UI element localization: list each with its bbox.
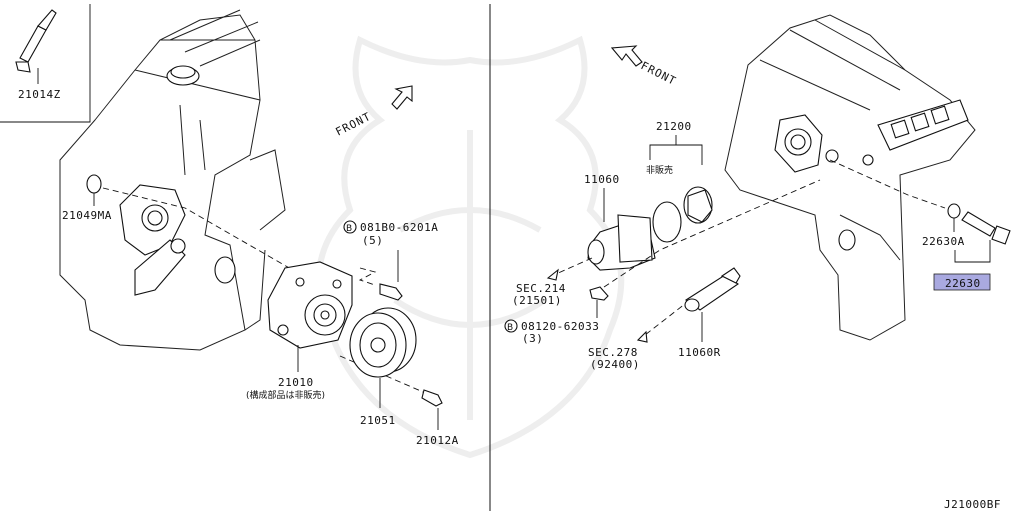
- label-sec-278-sub: (92400): [590, 358, 640, 371]
- bypass-hose-11060r: 11060R: [678, 267, 741, 359]
- temp-sensor-22630: 22630A 22630: [922, 203, 1011, 291]
- label-11060r: 11060R: [678, 346, 721, 359]
- bolt-prefix-left: B: [346, 224, 352, 234]
- label-21049ma: 21049MA: [62, 209, 112, 222]
- inset-box-21014z: 21014Z: [0, 4, 91, 123]
- label-21200: 21200: [656, 120, 692, 133]
- label-front-right: FRONT: [639, 59, 679, 88]
- front-arrow-right: FRONT: [610, 45, 679, 88]
- bolt-081b0-6201a: B 081B0-6201A (5): [343, 220, 438, 301]
- highlight-22630: [933, 273, 991, 291]
- label-08120-62033: 08120-62033: [521, 320, 599, 333]
- right-engine-block: [724, 14, 976, 341]
- label-22630a: 22630A: [922, 235, 965, 248]
- section-ref-214: SEC.214 (21501): [512, 268, 566, 307]
- watermark-emblem: [315, 35, 625, 459]
- label-sec-278: SEC.278: [588, 346, 638, 359]
- water-pump-21010: 21010 (構成部品は非販売): [246, 261, 353, 401]
- o-ring-21049ma: 21049MA: [62, 174, 112, 222]
- diagram-code: J21000BF: [944, 498, 1001, 511]
- label-qty-right: (3): [522, 332, 543, 345]
- sealant-tube-icon: [15, 9, 57, 73]
- label-not-for-sale: 非販売: [646, 164, 673, 176]
- label-sec-214: SEC.214: [516, 282, 566, 295]
- label-21010-note: (構成部品は非販売): [246, 389, 325, 401]
- label-11060: 11060: [584, 173, 620, 186]
- bolt-21012a: 21012A: [416, 389, 459, 447]
- label-081b0-6201a: 081B0-6201A: [360, 221, 438, 234]
- thermostat-21200: 21200 非販売: [646, 120, 713, 243]
- label-front-left: FRONT: [333, 110, 373, 139]
- label-21014z: 21014Z: [18, 88, 61, 101]
- label-22630: 22630: [945, 277, 981, 290]
- label-qty-left: (5): [362, 234, 383, 247]
- bolt-08120-62033: B 08120-62033 (3): [504, 286, 609, 345]
- label-21012a: 21012A: [416, 434, 459, 447]
- bolt-prefix-right: B: [507, 323, 513, 333]
- label-sec-214-sub: (21501): [512, 294, 562, 307]
- left-engine-block: [59, 9, 286, 351]
- label-21010: 21010: [278, 376, 314, 389]
- label-21051: 21051: [360, 414, 396, 427]
- pulley-21051: 21051: [349, 307, 417, 427]
- section-ref-278: SEC.278 (92400): [588, 330, 648, 371]
